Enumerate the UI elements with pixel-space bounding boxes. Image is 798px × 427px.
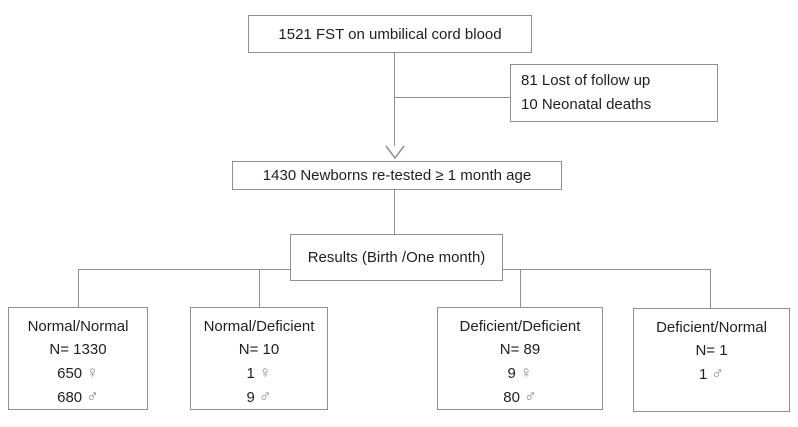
box-lost-followup: 81 Lost of follow up 10 Neonatal deaths — [510, 64, 718, 122]
arrowhead-down-icon — [385, 145, 405, 160]
box-retested-newborns: 1430 Newborns re-tested ≥ 1 month age — [232, 161, 562, 190]
outcome-title: Deficient/Deficient — [459, 318, 581, 335]
female-count: 650 — [57, 365, 83, 382]
male-count: 680 — [57, 389, 83, 406]
connector-drop-normal-deficient — [259, 269, 260, 307]
outcome-title: Normal/Normal — [27, 318, 129, 335]
male-count: 1 — [698, 366, 708, 383]
neonatal-deaths-line: 10 Neonatal deaths — [521, 96, 652, 113]
male-icon: ♂ — [258, 387, 272, 406]
connector-retest-to-results — [394, 190, 395, 234]
box-retested-newborns-label: 1430 Newborns re-tested ≥ 1 month age — [262, 167, 532, 184]
female-count: 9 — [507, 365, 516, 382]
box-normal-normal: Normal/Normal N= 1330 650♀ 680♂ — [8, 307, 148, 410]
box-cord-blood-test: 1521 FST on umbilical cord blood — [248, 15, 532, 53]
male-icon: ♂ — [711, 364, 725, 383]
connector-results-left — [78, 269, 290, 270]
box-normal-deficient: Normal/Deficient N= 10 1♀ 9♂ — [190, 307, 328, 410]
outcome-male-row: 80♂ — [438, 385, 602, 409]
connector-branch-to-side-box — [394, 97, 510, 98]
lost-followup-line: 81 Lost of follow up — [521, 72, 651, 89]
connector-results-right — [503, 269, 711, 270]
outcome-female-row: 650♀ — [9, 361, 147, 385]
outcome-n: N= 89 — [499, 341, 541, 358]
connector-drop-deficient-normal — [710, 269, 711, 308]
male-icon: ♂ — [86, 387, 99, 406]
box-cord-blood-test-label: 1521 FST on umbilical cord blood — [278, 25, 502, 43]
male-count: 9 — [246, 389, 255, 406]
outcome-title: Deficient/Normal — [656, 319, 767, 336]
box-deficient-normal: Deficient/Normal N= 1 1♂ — [633, 308, 790, 412]
connector-top-to-retest — [394, 53, 395, 146]
female-count: 1 — [246, 365, 255, 382]
outcome-title: Normal/Deficient — [203, 318, 315, 335]
female-icon: ♀ — [258, 363, 272, 382]
outcome-n: N= 10 — [238, 341, 280, 358]
outcome-female-row: 9♀ — [438, 361, 602, 385]
outcome-male-row: 9♂ — [191, 385, 327, 409]
box-results: Results (Birth /One month) — [290, 234, 503, 281]
female-icon: ♀ — [519, 363, 533, 382]
female-icon: ♀ — [86, 363, 99, 382]
outcome-n: N= 1330 — [49, 341, 107, 358]
male-count: 80 — [503, 389, 520, 406]
outcome-male-row: 1♂ — [634, 362, 789, 386]
connector-drop-deficient-deficient — [520, 269, 521, 307]
box-results-label: Results (Birth /One month) — [307, 249, 486, 266]
outcome-female-row: 1♀ — [191, 361, 327, 385]
box-deficient-deficient: Deficient/Deficient N= 89 9♀ 80♂ — [437, 307, 603, 410]
outcome-n: N= 1 — [695, 342, 728, 359]
outcome-male-row: 680♂ — [9, 385, 147, 409]
male-icon: ♂ — [523, 387, 537, 406]
connector-drop-normal-normal — [78, 269, 79, 307]
